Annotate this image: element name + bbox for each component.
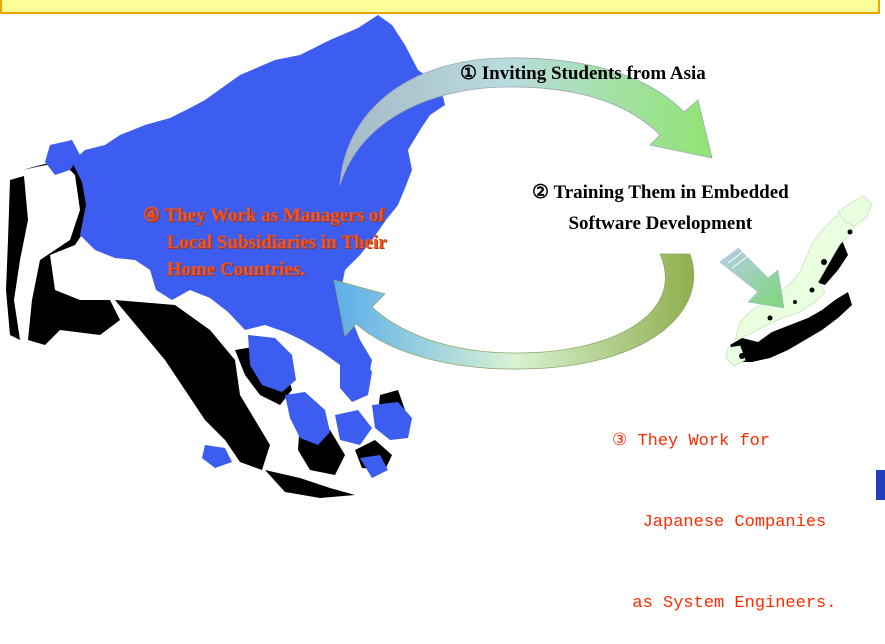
asia-map-icon [6, 15, 445, 498]
japan-map-icon [725, 195, 873, 367]
step2-label: ② Training Them in Embedded Software Dev… [532, 177, 789, 239]
step3-line1: ③ They Work for [612, 432, 771, 451]
step4-line1: ④ They Work as Managers of [143, 205, 385, 226]
step4-line3: Home Countries. [143, 259, 306, 280]
step3-line3: as System Engineers. [612, 594, 837, 613]
cycle-diagram [6, 15, 873, 498]
top-banner [0, 0, 880, 14]
step2-line1: ② Training Them in Embedded [532, 182, 789, 203]
small-arrow-icon [719, 245, 785, 309]
cycle-arrow-bottom-icon [333, 253, 695, 370]
step3-line2: Japanese Companies [612, 513, 827, 532]
step3-label: ③ They Work for Japanese Companies as Sy… [612, 374, 836, 644]
step2-line2: Software Development [568, 213, 753, 234]
corner-tab [876, 470, 885, 500]
step4-line2: Local Subsidiaries in Their [143, 232, 387, 253]
step1-label: ① Inviting Students from Asia [460, 63, 706, 84]
step4-label: ④ They Work as Managers of Local Subsidi… [143, 202, 387, 283]
cycle-arrow-top-icon [339, 57, 713, 186]
